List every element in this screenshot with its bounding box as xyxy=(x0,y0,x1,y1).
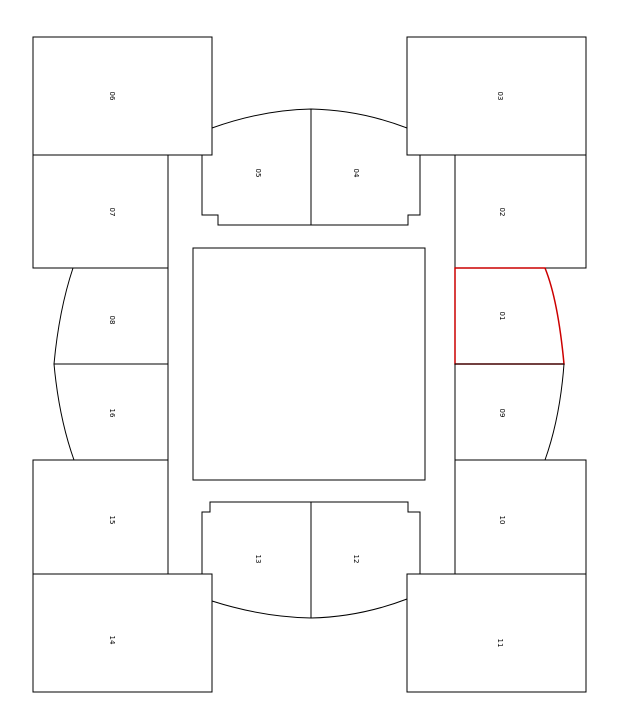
room-03[interactable]: 03 xyxy=(406,36,587,156)
room-15[interactable]: 15 xyxy=(32,459,169,575)
room-16-label: 16 xyxy=(108,409,116,418)
room-07[interactable]: 07 xyxy=(32,154,169,269)
central-courtyard xyxy=(192,247,426,481)
room-06-label: 06 xyxy=(108,92,116,101)
room-09[interactable]: 09 xyxy=(454,363,565,461)
room-13-label: 13 xyxy=(254,555,262,564)
room-06[interactable]: 06 xyxy=(32,36,213,156)
room-14-label: 14 xyxy=(108,636,116,645)
room-08-label: 08 xyxy=(108,316,116,325)
room-07-label: 07 xyxy=(108,208,116,217)
room-13[interactable]: 13 xyxy=(201,501,312,619)
room-11-label: 11 xyxy=(496,639,504,648)
room-04[interactable]: 04 xyxy=(310,108,421,226)
room-05[interactable]: 05 xyxy=(201,108,312,226)
room-03-label: 03 xyxy=(496,92,504,101)
room-02[interactable]: 02 xyxy=(454,154,587,269)
room-04-label: 04 xyxy=(352,169,360,178)
room-10-label: 10 xyxy=(498,516,506,525)
room-12-label: 12 xyxy=(352,555,360,564)
room-10[interactable]: 10 xyxy=(454,459,587,575)
room-09-label: 09 xyxy=(498,409,506,418)
room-01[interactable]: 01 xyxy=(454,267,565,365)
room-11[interactable]: 11 xyxy=(406,573,587,693)
room-05-label: 05 xyxy=(254,169,262,178)
room-08[interactable]: 08 xyxy=(53,267,169,365)
room-01-label: 01 xyxy=(498,312,506,321)
room-15-label: 15 xyxy=(108,516,116,525)
room-12[interactable]: 12 xyxy=(310,501,421,619)
room-16[interactable]: 16 xyxy=(53,363,169,461)
room-02-label: 02 xyxy=(498,208,506,217)
room-14[interactable]: 14 xyxy=(32,573,213,693)
